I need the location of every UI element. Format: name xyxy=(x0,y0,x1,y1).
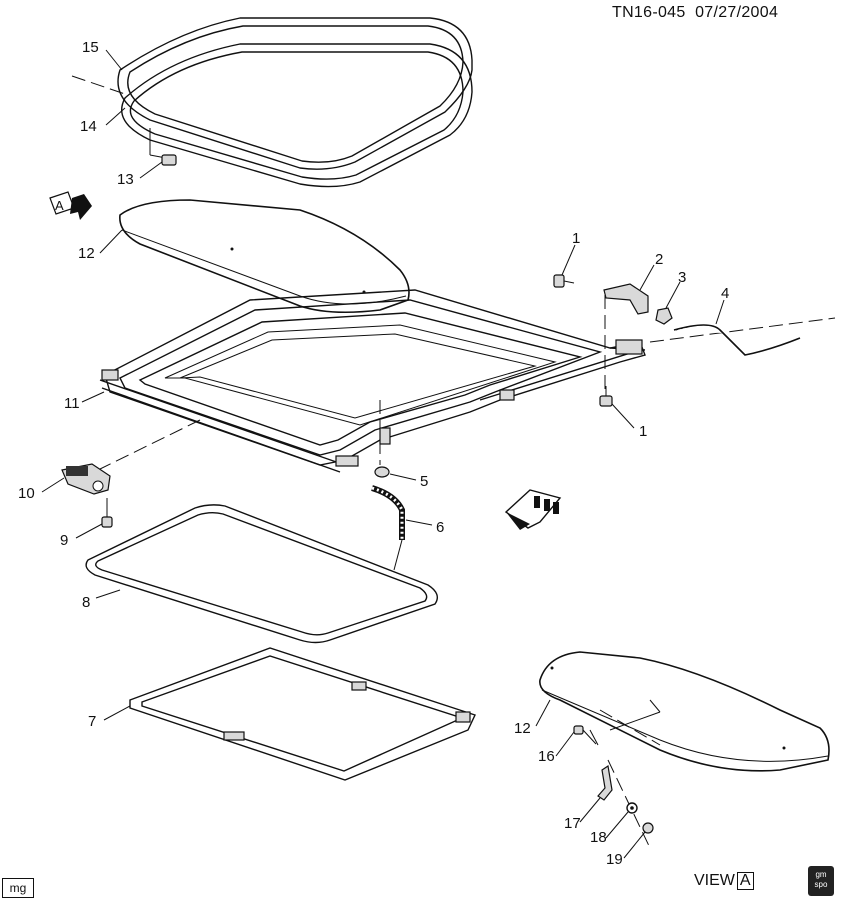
part-4-drain-hose xyxy=(673,324,801,356)
part-16-screw xyxy=(573,725,597,745)
callout-4: 4 xyxy=(721,285,729,302)
diagram-id: TN16-045 07/27/2004 xyxy=(612,4,778,22)
callout-2: 2 xyxy=(655,251,663,268)
view-a-marker: A xyxy=(49,191,92,220)
callout-9: 9 xyxy=(60,532,68,549)
callout-3: 3 xyxy=(678,269,686,286)
callout-12: 12 xyxy=(78,245,95,262)
part-7-sunshade-frame xyxy=(129,647,476,781)
part-18-washer xyxy=(626,802,638,814)
callout-7: 7 xyxy=(88,713,96,730)
callout-11: 11 xyxy=(64,395,80,412)
part-5-nut xyxy=(374,466,390,478)
part-3-nut xyxy=(655,307,673,325)
gm-logo-line1: gm xyxy=(815,870,827,879)
part-8-seal xyxy=(85,504,438,644)
callout-13: 13 xyxy=(117,171,134,188)
callout-1-lower: 1 xyxy=(639,423,647,440)
gm-spo-logo: gm spo xyxy=(808,866,834,896)
part-1-bolt-lower xyxy=(599,386,613,407)
callout-6: 6 xyxy=(436,519,444,536)
part-6-drain-hose xyxy=(371,485,405,571)
part-1-bolt-upper xyxy=(553,274,575,288)
part-9-screw xyxy=(101,498,113,528)
callout-1-upper: 1 xyxy=(572,230,580,247)
part-11-sunroof-frame xyxy=(99,289,646,473)
callout-14: 14 xyxy=(80,118,97,135)
part-19-nut xyxy=(642,822,654,834)
diagram-code: TN16-045 xyxy=(612,4,686,21)
part-13-bolt xyxy=(149,128,177,166)
callout-5: 5 xyxy=(420,473,428,490)
view-a-marker-letter: A xyxy=(55,198,64,213)
view-label-text: VIEW xyxy=(694,872,735,889)
callout-18: 18 xyxy=(590,829,607,846)
view-label-letter: A xyxy=(736,872,754,890)
leader-lines xyxy=(41,49,725,859)
part-17-clip xyxy=(597,764,613,801)
diagram-date: 07/27/2004 xyxy=(695,4,779,21)
callout-17: 17 xyxy=(564,815,581,832)
callout-8: 8 xyxy=(82,594,90,611)
part-10-motor xyxy=(61,463,111,495)
front-direction-arrow xyxy=(504,489,562,530)
callout-19: 19 xyxy=(606,851,623,868)
part-2-bracket xyxy=(603,283,649,315)
gm-logo-line2: spo xyxy=(814,880,828,889)
callout-10: 10 xyxy=(18,485,35,502)
view-a-glass-panel xyxy=(539,651,830,772)
part-12-glass-panel xyxy=(119,199,410,314)
callout-15: 15 xyxy=(82,39,99,56)
callout-16: 16 xyxy=(538,748,555,765)
callout-labels: 15 14 13 12 1 2 3 4 11 1 5 10 9 6 8 7 12… xyxy=(18,39,729,868)
footer-tag: mg xyxy=(2,878,34,898)
callout-12-view-a: 12 xyxy=(514,720,531,737)
